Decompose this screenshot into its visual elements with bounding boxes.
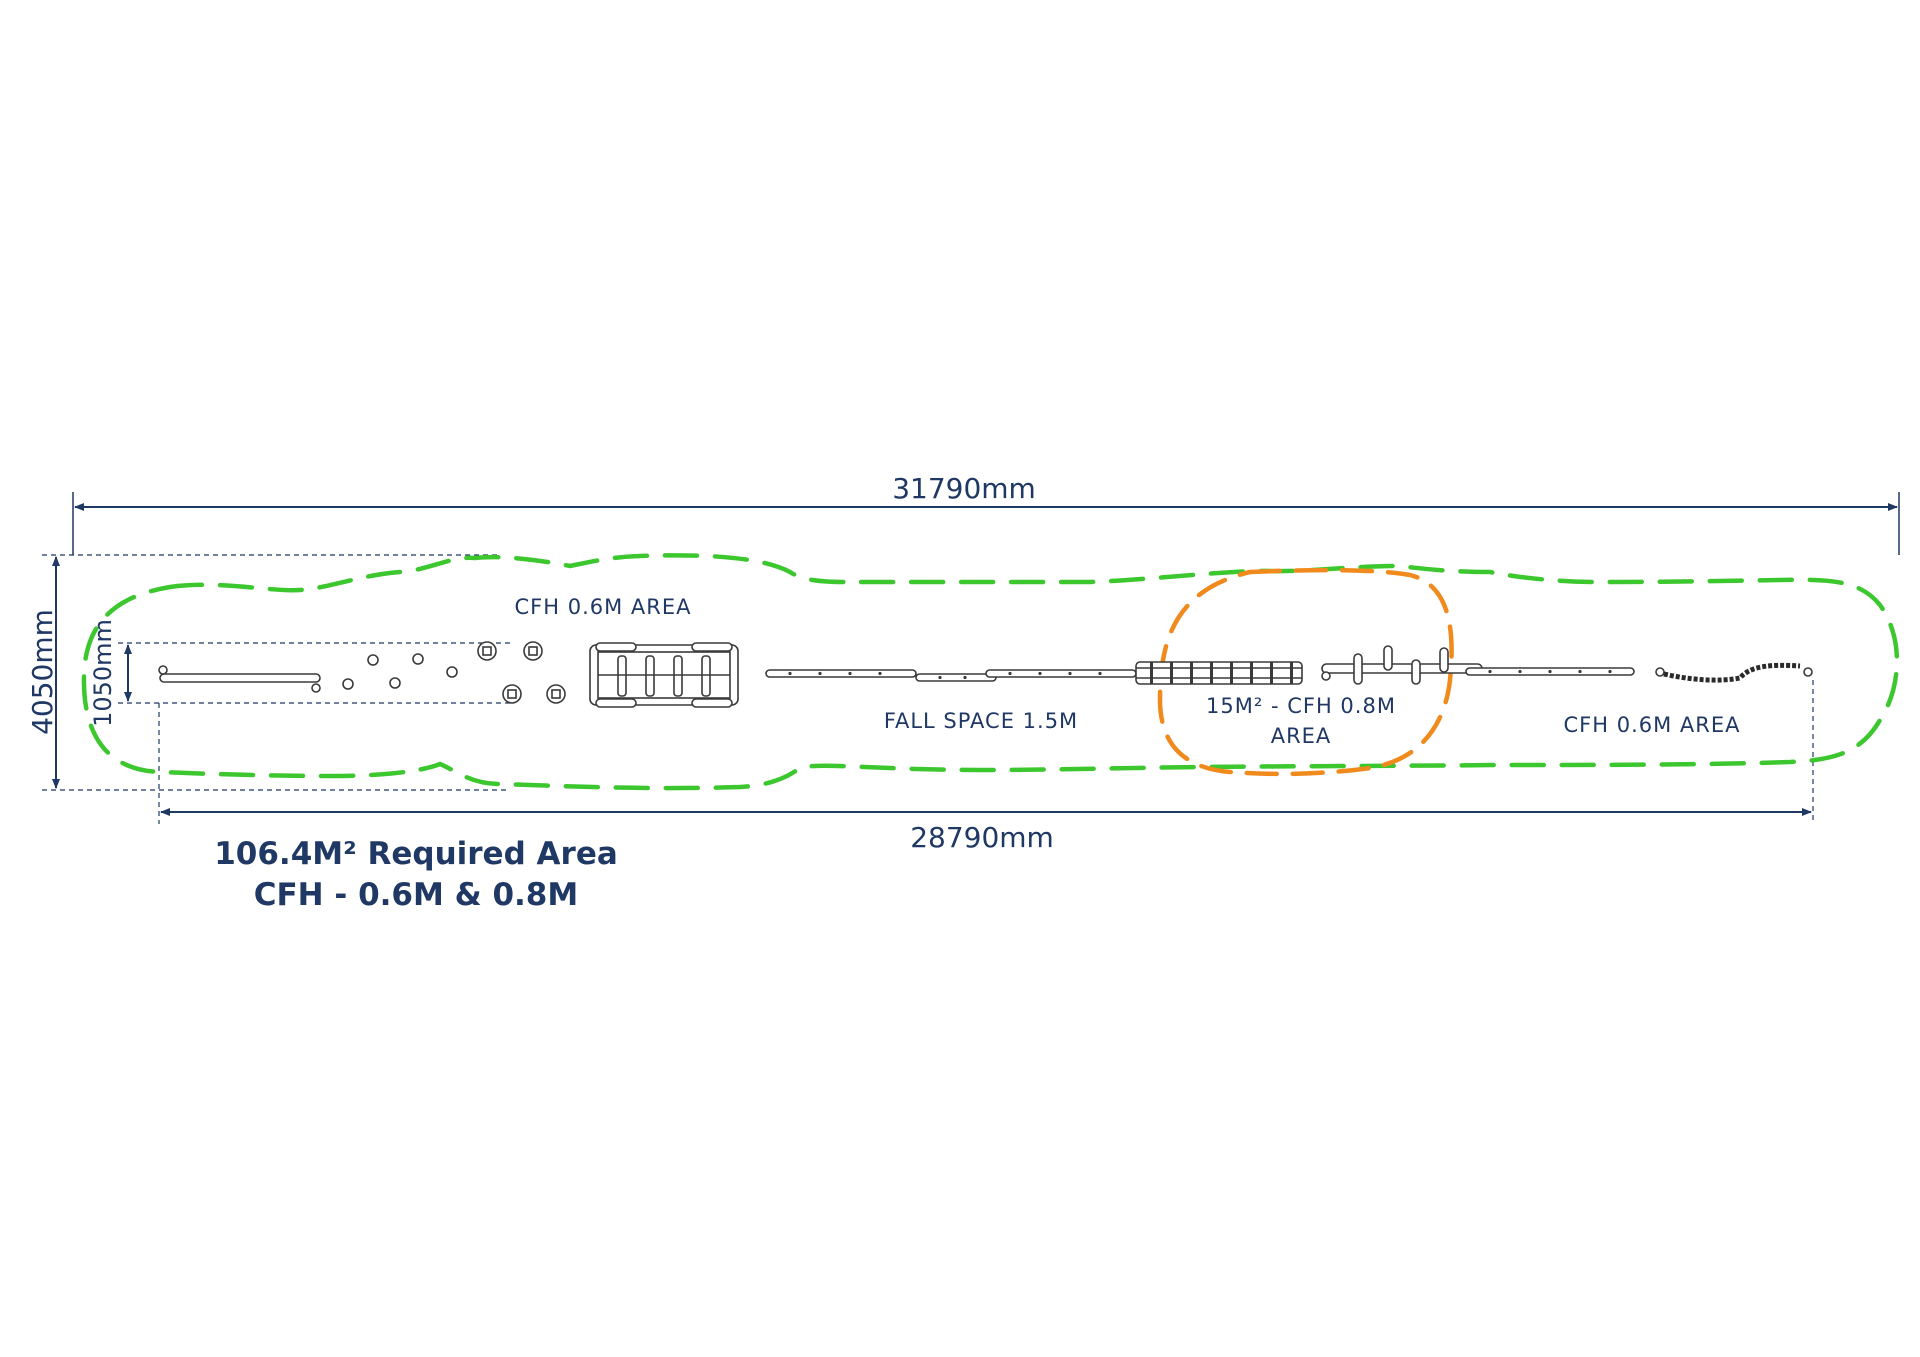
overall-width-dimension: 4050mm <box>26 554 510 791</box>
overall-length-dimension: 31790mm <box>72 472 1900 555</box>
cfh-08-zone-outline <box>1157 567 1454 777</box>
overall-length-label: 31790mm <box>892 472 1036 505</box>
required-area-line1: 106.4M² Required Area <box>214 836 618 872</box>
zone-label-fall-space: FALL SPACE 1.5M <box>884 709 1078 733</box>
equipment-length-label: 28790mm <box>910 821 1054 854</box>
stepping-posts <box>342 653 458 690</box>
stepping-pods <box>477 641 566 704</box>
zone-label-cfh-right: CFH 0.6M AREA <box>1564 713 1741 737</box>
chain-walk <box>1655 662 1813 683</box>
zone-label-cfh-center-line1: 15M² - CFH 0.8M <box>1206 694 1396 718</box>
climbing-frame <box>589 642 739 708</box>
required-area-line2: CFH - 0.6M & 0.8M <box>254 877 578 913</box>
equipment-length-dimension: 28790mm <box>158 680 1814 854</box>
zone-label-cfh-left: CFH 0.6M AREA <box>515 595 692 619</box>
balance-beam-right <box>1465 667 1635 676</box>
horizontal-ladder <box>1135 661 1303 685</box>
zone-label-cfh-center-line2: AREA <box>1271 724 1332 748</box>
balance-beams-center <box>765 669 1137 682</box>
log-walk <box>1321 645 1483 685</box>
balance-beam-left <box>158 665 321 693</box>
cfh-06-zone-outline <box>81 553 1900 791</box>
overall-width-label: 4050mm <box>26 609 59 735</box>
